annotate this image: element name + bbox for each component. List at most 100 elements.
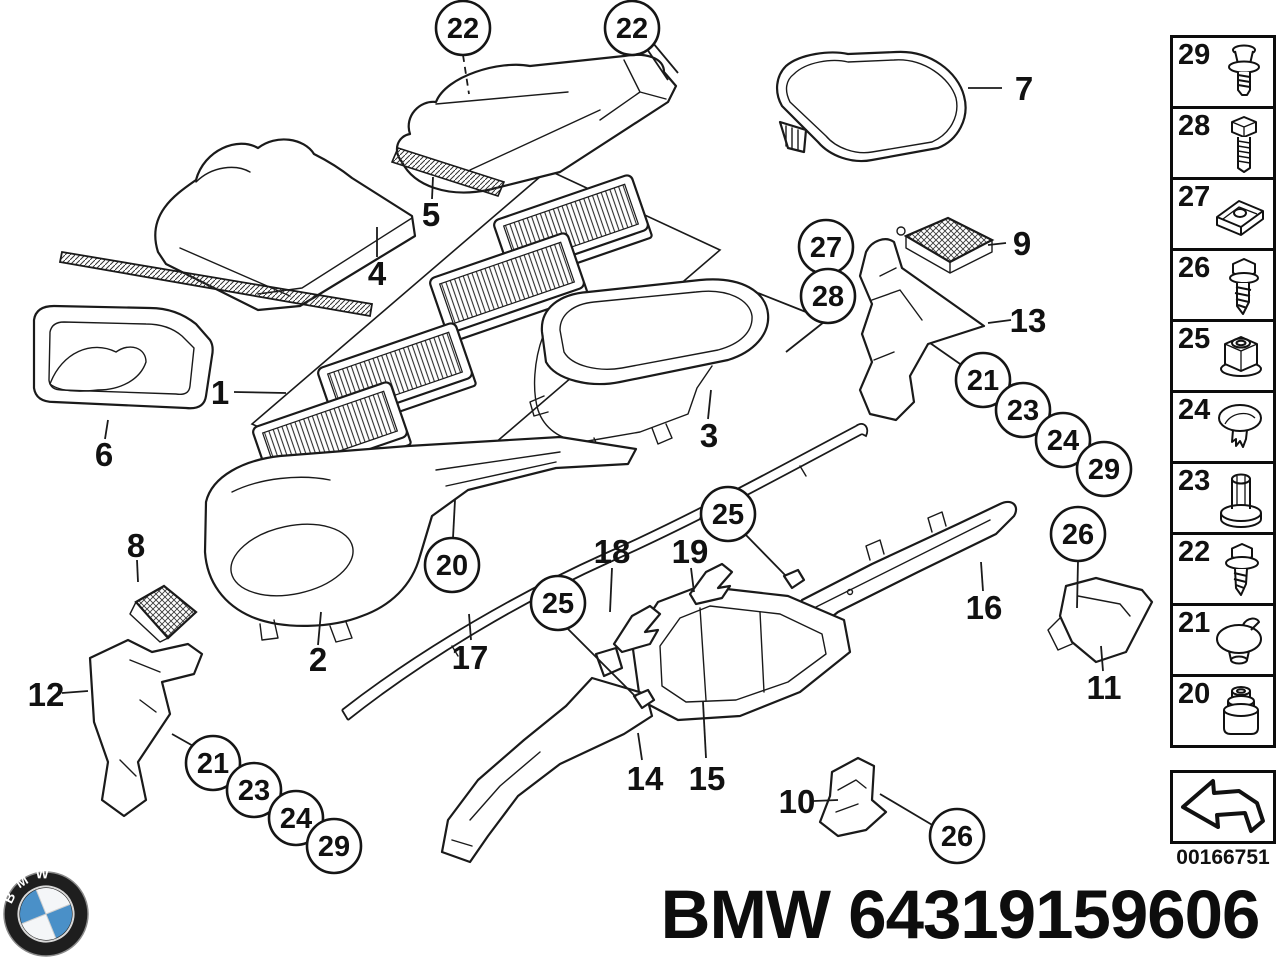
page-title: BMW 64319159606 bbox=[660, 876, 1261, 953]
legend-row-27: 27 bbox=[1170, 177, 1276, 251]
callout-23-left: 23 bbox=[225, 761, 283, 819]
legend-num-29: 29 bbox=[1178, 39, 1211, 71]
callout-25-left: 25 bbox=[529, 574, 587, 632]
svg-text:29: 29 bbox=[1088, 454, 1120, 486]
part-label-16: 16 bbox=[966, 589, 1003, 626]
part-label-5: 5 bbox=[422, 196, 440, 233]
legend-row-24: 24 bbox=[1170, 390, 1276, 464]
callout-20: 20 bbox=[423, 536, 481, 594]
part-label-9: 9 bbox=[1013, 225, 1031, 262]
fastener-legend: 29 28 27 bbox=[1170, 35, 1276, 748]
part-7-shape bbox=[776, 50, 967, 163]
callout-29-left: 29 bbox=[305, 817, 363, 875]
callout-26-top: 26 bbox=[1049, 505, 1107, 563]
part-14-shape bbox=[440, 646, 654, 864]
part-label-8: 8 bbox=[127, 527, 145, 564]
hex-flange-bolt-icon bbox=[1231, 116, 1257, 173]
part-label-12: 12 bbox=[28, 676, 65, 713]
part-13-shape bbox=[858, 238, 986, 422]
washer-screw-icon bbox=[1225, 543, 1259, 596]
legend-row-23: 23 bbox=[1170, 461, 1276, 535]
legend-num-20: 20 bbox=[1178, 678, 1211, 710]
legend-row-21: 21 bbox=[1170, 603, 1276, 677]
part-label-18: 18 bbox=[594, 533, 631, 570]
legend-row-20: 20 bbox=[1170, 674, 1276, 748]
svg-text:20: 20 bbox=[436, 550, 468, 582]
expander-rivet-icon bbox=[1220, 473, 1262, 528]
grommet-icon bbox=[1223, 686, 1259, 735]
part-label-15: 15 bbox=[689, 760, 726, 797]
part-label-6: 6 bbox=[95, 436, 113, 473]
callout-22-a: 22 bbox=[434, 0, 492, 57]
part-19-clip-shape bbox=[688, 562, 734, 606]
svg-text:24: 24 bbox=[1047, 425, 1079, 457]
legend-num-25: 25 bbox=[1178, 323, 1211, 355]
part-10-shape bbox=[818, 756, 888, 838]
callout-24-right: 24 bbox=[1034, 411, 1092, 469]
part-label-2: 2 bbox=[309, 641, 327, 678]
clip-25-left-shape bbox=[632, 688, 656, 710]
part-18-clip-shape bbox=[612, 604, 662, 654]
part-11-shape bbox=[1047, 576, 1154, 664]
legend-num-28: 28 bbox=[1178, 110, 1211, 142]
svg-text:29: 29 bbox=[318, 831, 350, 863]
svg-text:21: 21 bbox=[197, 748, 229, 780]
part-label-17: 17 bbox=[452, 639, 489, 676]
tapping-screw-icon bbox=[1229, 258, 1259, 315]
cover-cap-icon bbox=[1216, 617, 1262, 665]
nav-arrow-box bbox=[1170, 770, 1276, 844]
callout-23-right: 23 bbox=[994, 381, 1052, 439]
flange-nut-icon bbox=[1220, 336, 1262, 377]
callout-21-left: 21 bbox=[184, 734, 242, 792]
part-1-microfilter-2 bbox=[429, 232, 589, 343]
part-label-1: 1 bbox=[211, 374, 229, 411]
clip-25-right-shape bbox=[782, 568, 806, 590]
part-label-14: 14 bbox=[627, 760, 664, 797]
callout-27: 27 bbox=[797, 218, 855, 276]
leader-lines bbox=[61, 42, 1104, 827]
drawing-number: 00166751 bbox=[1176, 846, 1270, 869]
svg-text:23: 23 bbox=[238, 775, 270, 807]
svg-text:26: 26 bbox=[1062, 519, 1094, 551]
legend-row-29: 29 bbox=[1170, 35, 1276, 109]
part-15-shape bbox=[630, 584, 852, 722]
part-6-shape bbox=[32, 304, 214, 410]
part-5-shape bbox=[390, 53, 678, 197]
svg-text:25: 25 bbox=[712, 499, 744, 531]
callout-26-bottom: 26 bbox=[928, 807, 986, 865]
part-9-shape bbox=[896, 216, 995, 274]
part-label-11: 11 bbox=[1087, 669, 1122, 706]
callout-21-right: 21 bbox=[954, 351, 1012, 409]
part-label-10: 10 bbox=[779, 783, 816, 820]
part-label-19: 19 bbox=[672, 533, 709, 570]
callout-22-b: 22 bbox=[603, 0, 661, 57]
part-label-13: 13 bbox=[1010, 302, 1047, 339]
svg-text:22: 22 bbox=[616, 13, 648, 45]
legend-row-22: 22 bbox=[1170, 532, 1276, 606]
part-label-4: 4 bbox=[368, 255, 387, 292]
part-2-shape bbox=[203, 435, 638, 643]
part-4-shape bbox=[58, 138, 417, 318]
legend-num-26: 26 bbox=[1178, 252, 1211, 284]
svg-text:25: 25 bbox=[542, 588, 574, 620]
legend-row-26: 26 bbox=[1170, 248, 1276, 322]
legend-row-25: 25 bbox=[1170, 319, 1276, 393]
legend-num-27: 27 bbox=[1178, 181, 1211, 213]
expansion-rivet-icon bbox=[1228, 44, 1260, 96]
bmw-logo: BMW bbox=[0, 858, 89, 957]
legend-row-28: 28 bbox=[1170, 106, 1276, 180]
part-label-3: 3 bbox=[700, 417, 718, 454]
part-12-shape bbox=[88, 638, 204, 818]
svg-text:21: 21 bbox=[967, 365, 999, 397]
part-8-shape bbox=[129, 584, 198, 643]
svg-text:28: 28 bbox=[812, 281, 844, 313]
legend-num-21: 21 bbox=[1178, 607, 1211, 639]
push-rivet-icon bbox=[1218, 404, 1262, 448]
callout-29-right: 29 bbox=[1075, 440, 1133, 498]
callout-28: 28 bbox=[799, 267, 857, 325]
back-arrow-icon bbox=[1181, 779, 1265, 833]
part-3-shape bbox=[529, 278, 770, 457]
svg-text:22: 22 bbox=[447, 13, 479, 45]
